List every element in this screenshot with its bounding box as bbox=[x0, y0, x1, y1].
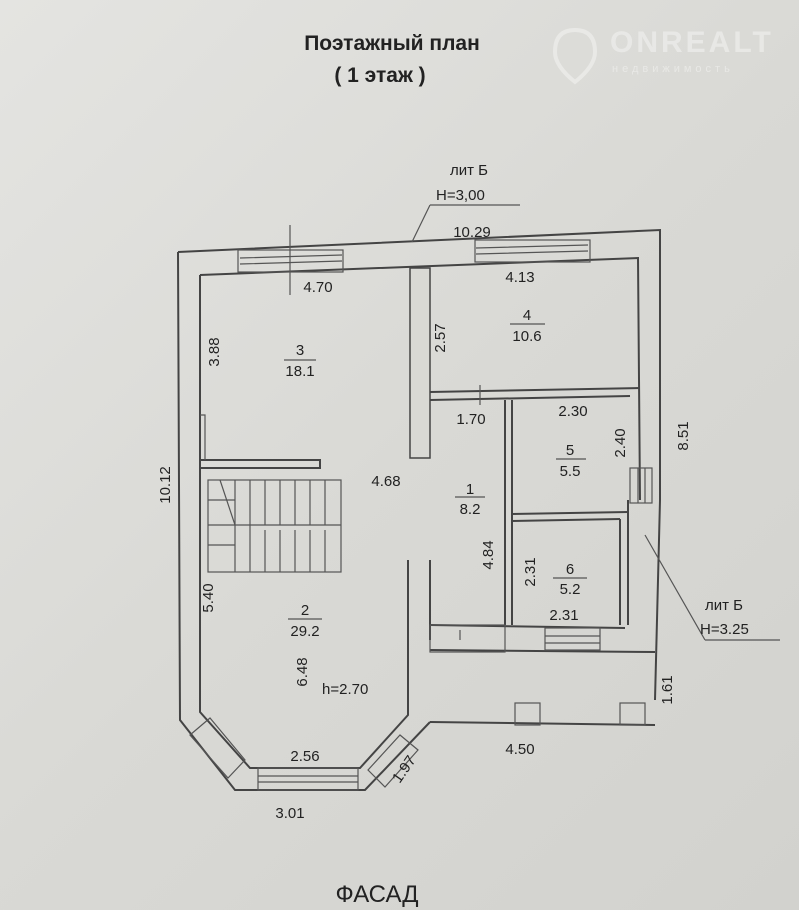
lit-top-label: лит Б bbox=[450, 162, 488, 179]
dim-r3-side: 3.88 bbox=[206, 337, 223, 366]
watermark-tagline: недвижимость bbox=[612, 63, 734, 75]
room-number: 6 bbox=[566, 561, 574, 578]
dim-r5-top: 2.30 bbox=[558, 403, 587, 420]
staircase bbox=[207, 479, 342, 573]
dim-r5-side: 2.40 bbox=[612, 428, 629, 457]
room-number: 4 bbox=[523, 307, 531, 324]
plan-subtitle: ( 1 этаж ) bbox=[334, 64, 425, 87]
room-area: 8.2 bbox=[460, 501, 481, 518]
room-2: 2 29.2 bbox=[288, 602, 322, 640]
dim-r1-top: 1.70 bbox=[456, 411, 485, 428]
dim-r1-side: 4.84 bbox=[480, 540, 497, 569]
dim-r6-side: 2.31 bbox=[522, 557, 539, 586]
room-area: 29.2 bbox=[290, 623, 319, 640]
dim-bay-outer: 3.01 bbox=[275, 805, 304, 822]
dim-hall-width: 4.68 bbox=[371, 473, 400, 490]
dim-r3-top: 4.70 bbox=[303, 279, 332, 296]
room-number: 2 bbox=[301, 602, 309, 619]
dim-r4-top: 4.13 bbox=[505, 269, 534, 286]
room-5: 5 5.5 bbox=[556, 442, 586, 480]
room-number: 5 bbox=[566, 442, 574, 459]
facade-label: ФАСАД bbox=[335, 881, 418, 908]
dim-top-total: 10.29 bbox=[453, 224, 491, 241]
dim-left-total: 10.12 bbox=[157, 466, 174, 504]
dim-r6-bottom: 2.31 bbox=[549, 607, 578, 624]
dim-r2-side: 6.48 bbox=[294, 657, 311, 686]
dim-r2-upper-side: 5.40 bbox=[200, 583, 217, 612]
watermark-logo: ONREALT недвижимость bbox=[552, 26, 774, 85]
height-right-label: H=3.25 bbox=[700, 621, 749, 638]
dim-right-total: 8.51 bbox=[675, 421, 692, 450]
room-area: 10.6 bbox=[512, 328, 541, 345]
lit-right-label: лит Б bbox=[705, 597, 743, 614]
walls bbox=[177, 204, 780, 791]
room-area: 5.5 bbox=[560, 463, 581, 480]
dimensions: 10.29 4.70 4.13 3.88 2.57 1.70 2.30 2.40… bbox=[157, 224, 692, 822]
dim-bay-inner: 2.56 bbox=[290, 748, 319, 765]
dim-porch-width: 4.50 bbox=[505, 741, 534, 758]
room-6: 6 5.2 bbox=[553, 561, 587, 598]
room-1: 1 8.2 bbox=[455, 481, 485, 518]
room-number: 1 bbox=[466, 481, 474, 498]
dim-bay-diag: 1.97 bbox=[389, 753, 420, 787]
ceiling-height-label: h=2.70 bbox=[322, 681, 368, 698]
dim-porch-side: 1.61 bbox=[659, 675, 676, 704]
room-area: 18.1 bbox=[285, 363, 314, 380]
room-3: 3 18.1 bbox=[284, 342, 316, 380]
room-area: 5.2 bbox=[560, 581, 581, 598]
room-number: 3 bbox=[296, 342, 304, 359]
watermark-brand: ONREALT bbox=[610, 26, 774, 59]
dim-r4-side: 2.57 bbox=[432, 323, 449, 352]
plan-title: Поэтажный план bbox=[304, 32, 480, 55]
height-top-label: H=3,00 bbox=[436, 187, 485, 204]
room-4: 4 10.6 bbox=[510, 307, 545, 345]
